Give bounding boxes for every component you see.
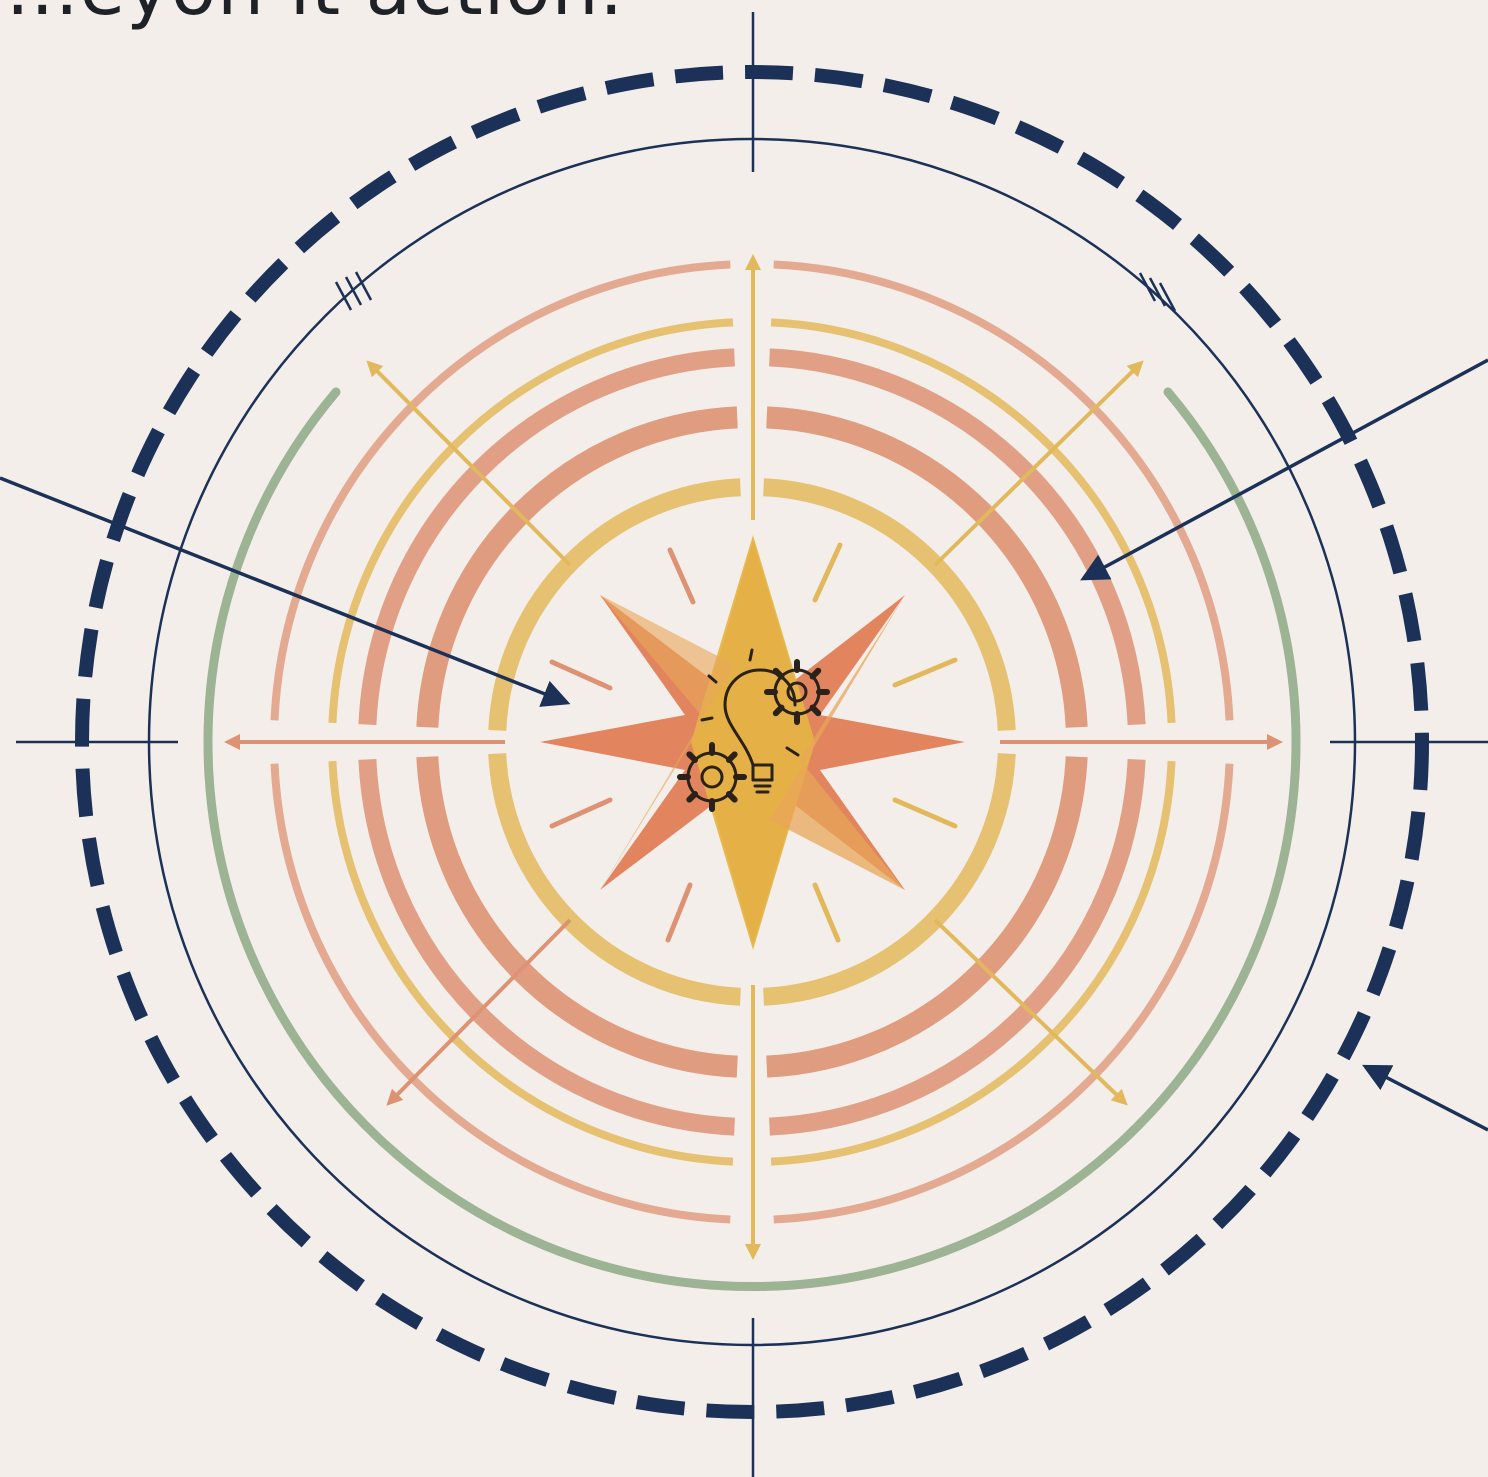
arrow-up-right <box>935 366 1138 565</box>
gear-tooth <box>776 671 782 677</box>
arrow-up-left <box>372 366 570 565</box>
gear-tooth <box>689 754 695 760</box>
gear-tooth <box>776 708 782 714</box>
gear-tooth <box>813 708 819 714</box>
central-star <box>540 535 965 950</box>
pointer-to-rings <box>1090 360 1488 575</box>
gear-tooth <box>689 794 695 800</box>
gear-tooth <box>729 794 735 800</box>
hash-marks <box>336 272 1175 311</box>
gear-tooth <box>813 671 819 677</box>
gear-tooth <box>729 754 735 760</box>
pointer-to-outer-boundary <box>1372 1070 1488 1130</box>
